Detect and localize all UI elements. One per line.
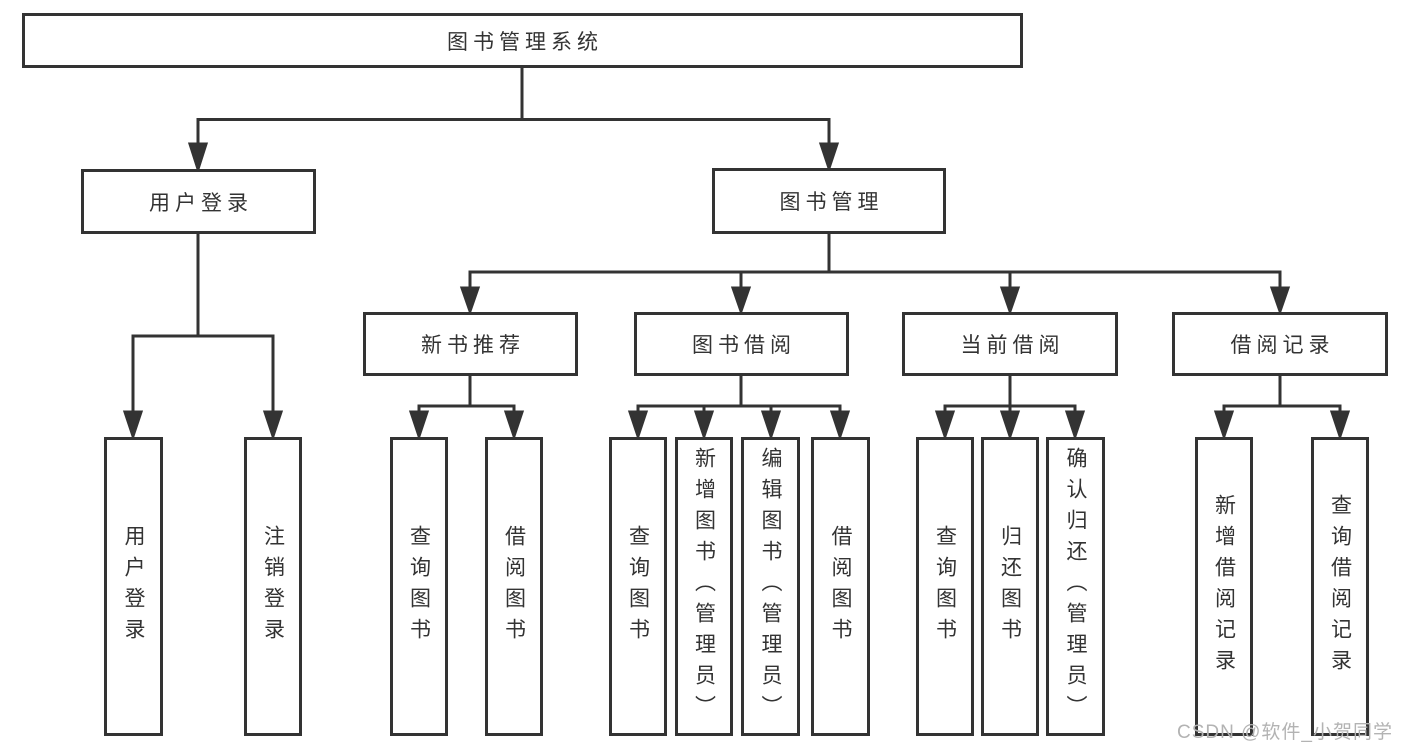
leaf-borrow-books: 借阅图书: [811, 437, 870, 736]
leaf-label: 编辑图书（管理员）: [759, 447, 783, 726]
node-label: 图书借阅: [692, 334, 796, 357]
csdn-watermark: CSDN @软件_小贺同学: [1177, 722, 1393, 743]
leaf-label: 借阅图书: [829, 524, 853, 649]
node-user-login: 用户登录: [81, 169, 316, 234]
leaf-label: 注销登录: [261, 524, 285, 649]
leaf-label: 确认归还（管理员）: [1064, 447, 1088, 726]
leaf-user-login: 用户登录: [104, 437, 163, 736]
leaf-label: 用户登录: [122, 524, 146, 649]
leaf-label: 新增图书（管理员）: [692, 447, 716, 726]
leaf-label: 归还图书: [998, 524, 1022, 649]
node-label: 用户登录: [149, 191, 253, 215]
leaf-label: 查询图书: [407, 524, 431, 649]
node-label: 图书管理系统: [447, 30, 603, 54]
node-borrowing-records: 借阅记录: [1172, 312, 1388, 376]
leaf-return-book: 归还图书: [981, 437, 1039, 736]
node-book-management: 图书管理: [712, 168, 946, 234]
node-current-borrowing: 当前借阅: [902, 312, 1118, 376]
leaf-borrow-books-recommend: 借阅图书: [485, 437, 543, 736]
leaf-add-book-admin: 新增图书（管理员）: [675, 437, 733, 736]
node-label: 新书推荐: [421, 334, 525, 357]
leaf-label: 查询借阅记录: [1328, 493, 1352, 680]
leaf-edit-book-admin: 编辑图书（管理员）: [741, 437, 800, 736]
leaf-query-books-recommend: 查询图书: [390, 437, 448, 736]
node-label: 借阅记录: [1230, 334, 1335, 357]
leaf-query-borrow-record: 查询借阅记录: [1311, 437, 1369, 736]
leaf-label: 借阅图书: [502, 524, 526, 649]
leaf-query-books-current: 查询图书: [916, 437, 974, 736]
leaf-logout-login: 注销登录: [244, 437, 302, 736]
leaf-label: 查询图书: [933, 524, 957, 649]
leaf-confirm-return-admin: 确认归还（管理员）: [1046, 437, 1105, 736]
leaf-add-borrow-record: 新增借阅记录: [1195, 437, 1253, 736]
node-label: 图书管理: [779, 191, 884, 214]
node-label: 当前借阅: [960, 334, 1065, 357]
node-library-system: 图书管理系统: [22, 13, 1023, 68]
leaf-label: 查询图书: [626, 524, 650, 649]
node-book-borrowing: 图书借阅: [634, 312, 849, 376]
node-new-book-recommend: 新书推荐: [363, 312, 578, 376]
leaf-label: 新增借阅记录: [1212, 493, 1236, 680]
leaf-query-books-borrow: 查询图书: [609, 437, 667, 736]
